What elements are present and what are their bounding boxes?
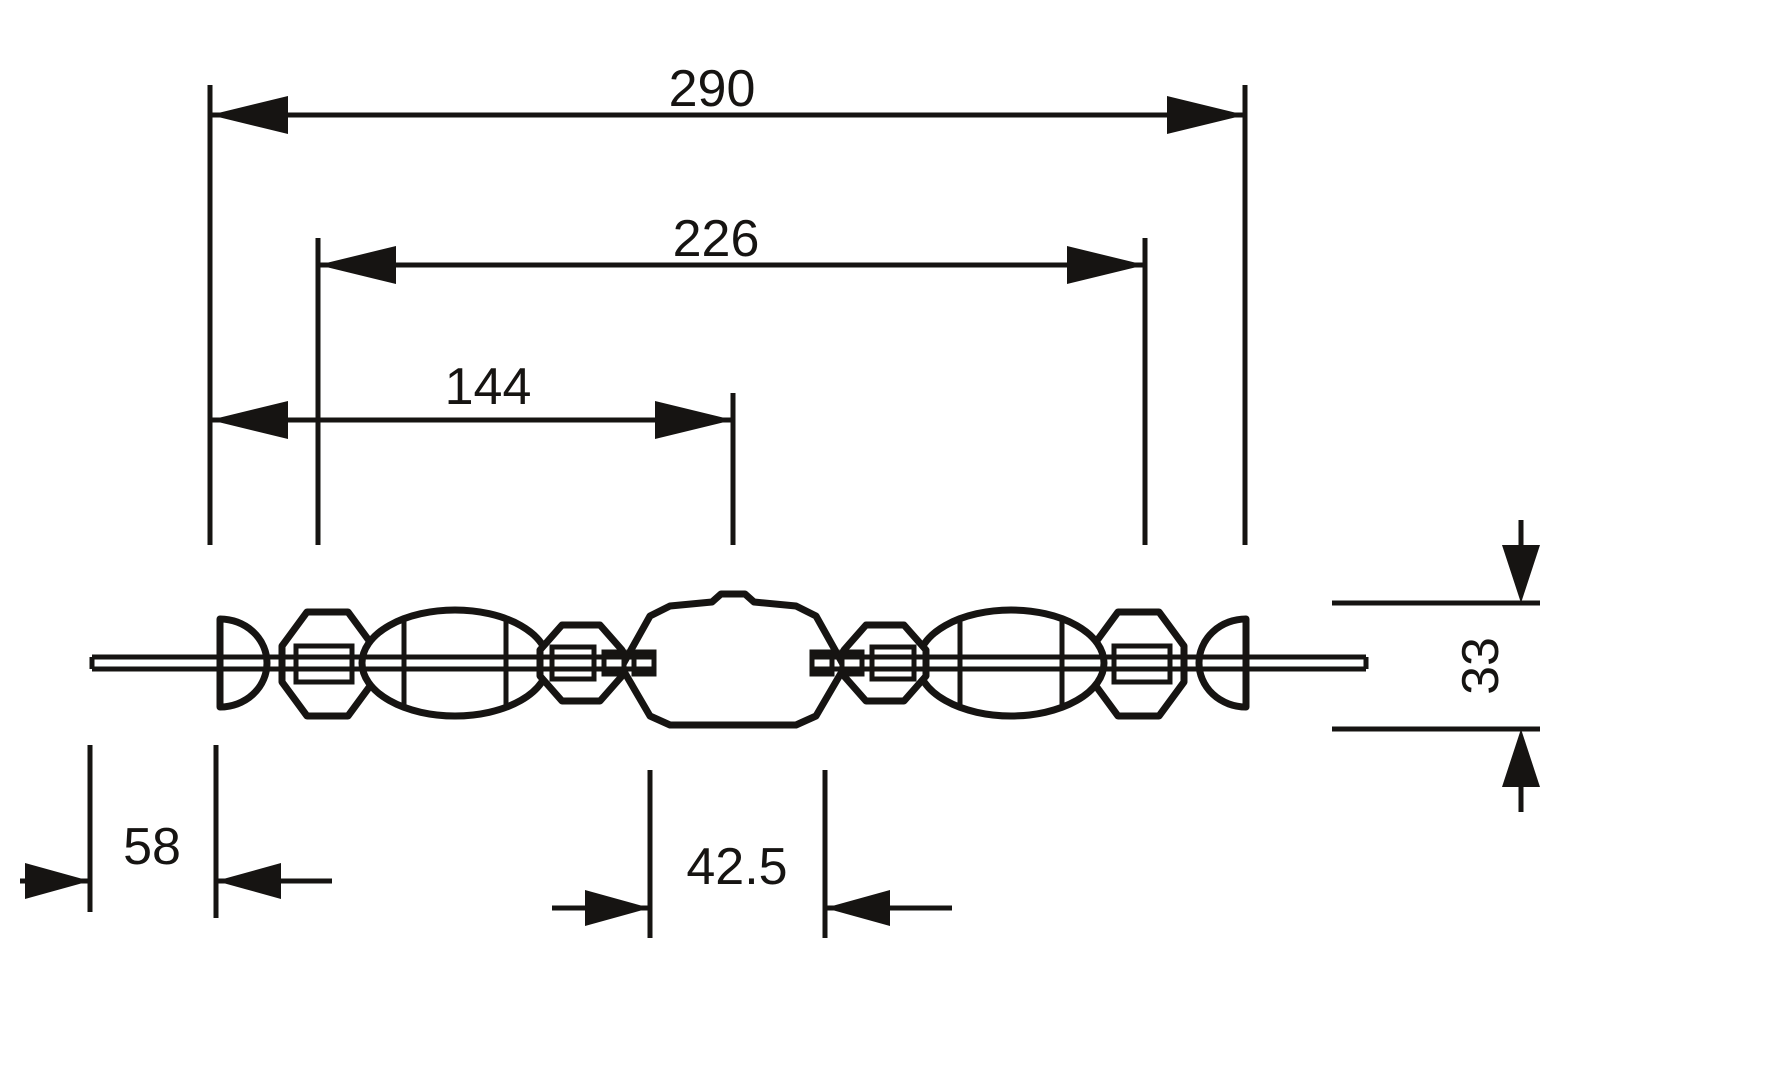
arrowhead-left-icon [318,246,396,284]
dim-label-diameter: 33 [1452,637,1510,695]
arrowhead-right-icon [1067,246,1145,284]
left-foil [293,643,355,685]
dim-label-cap-length: 58 [123,818,181,876]
dimension-33: 33 [1332,520,1540,812]
arrowhead-right-icon [585,890,650,926]
arrowhead-left-icon [825,890,890,926]
center-burner [618,590,848,729]
dimension-42-5: 42.5 [552,770,952,938]
arrowhead-right-icon [1167,96,1245,134]
arrowhead-left-icon [216,863,281,899]
right-foil [1111,643,1173,685]
dimension-144: 144 [210,358,736,545]
lamp-drawing [89,590,1369,729]
dim-label-overall-length: 290 [669,60,756,118]
dimension-290: 290 [207,60,1248,545]
arrowhead-right-icon [25,863,90,899]
arrowhead-down-icon [1502,545,1540,603]
arrowhead-left-icon [210,401,288,439]
dimension-58: 58 [20,745,332,918]
right-end-cap [1195,615,1250,711]
left-inner-foil [549,644,597,682]
right-inner-foil [869,644,917,682]
left-end-cap [216,615,271,711]
dimension-226: 226 [315,210,1148,545]
dim-label-center-width: 42.5 [686,838,787,896]
dim-label-inner-length: 226 [673,210,760,268]
arrowhead-up-icon [1502,729,1540,787]
arrowhead-left-icon [210,96,288,134]
dim-label-light-center: 144 [445,358,532,416]
right-outer-bulb [914,606,1108,720]
arrowhead-right-icon [655,401,733,439]
left-outer-bulb [358,606,552,720]
